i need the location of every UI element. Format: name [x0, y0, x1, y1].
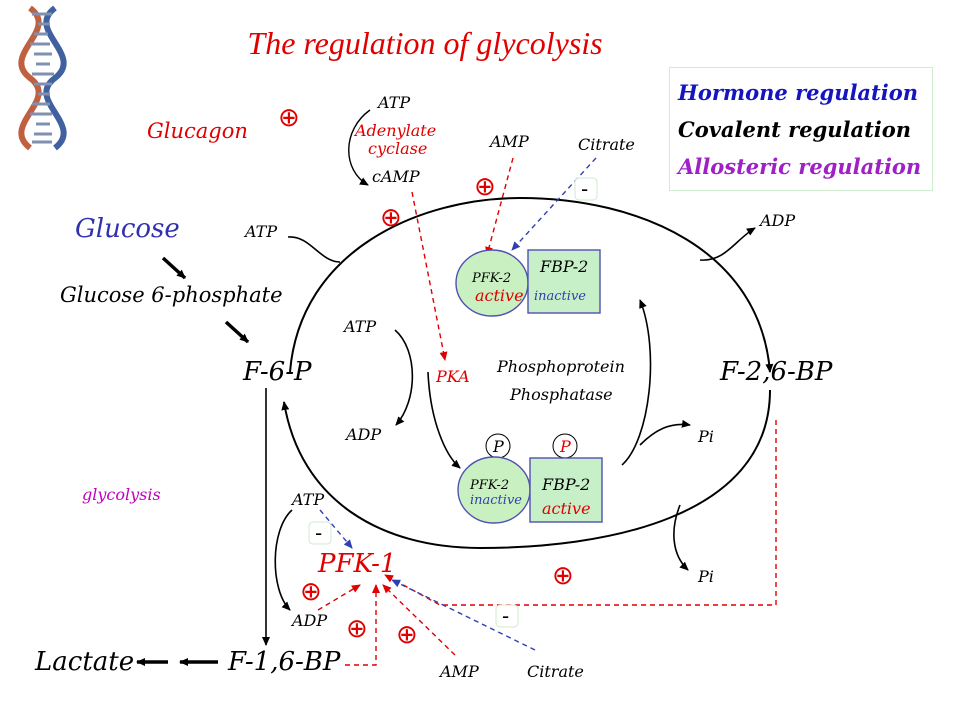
phosphatase-label: Phosphatase — [509, 385, 613, 404]
atp-pfk1-label: ATP — [290, 490, 324, 509]
citrate-top-label: Citrate — [578, 135, 635, 154]
fbp2-inactive-shape — [527, 249, 601, 314]
legend: Hormone regulation Covalent regulation A… — [669, 67, 933, 191]
cyclase-label: cyclase — [368, 139, 427, 158]
phosphate-right-label: P — [559, 437, 571, 456]
glucose-arrow — [161, 256, 187, 280]
atp-inner-label: ATP — [342, 317, 376, 336]
inner-atp-adp-arrow — [394, 329, 414, 426]
phosphoprotein-label: Phosphoprotein — [496, 357, 625, 376]
f16bp-label: F-1,6-BP — [227, 647, 341, 677]
plus-sign-amp-bottom: ⊕ — [396, 620, 418, 650]
minus-sign-citrate-bottom: - — [502, 604, 509, 628]
pi-lower-arrow — [673, 504, 689, 571]
minus-sign-citrate-top: - — [581, 177, 588, 201]
camp-to-pka-line — [411, 191, 448, 361]
plus-sign-adp: ⊕ — [300, 577, 322, 607]
adp-pfk1-label: ADP — [290, 611, 327, 630]
atp-in-arrow-top — [287, 236, 341, 263]
legend-item-covalent: Covalent regulation — [678, 117, 912, 142]
inner-kinase-arrow — [427, 371, 461, 469]
adp-to-pfk1-line — [317, 584, 361, 611]
enzyme-complex-top: PFK-2 active FBP-2 inactive — [455, 249, 601, 317]
pi-upper-label: Pi — [697, 427, 714, 446]
g6p-arrow — [224, 320, 250, 344]
atp-cycle-left-label: ATP — [243, 222, 277, 241]
minus-sign-atp: - — [315, 521, 322, 545]
phosphate-left-label: P — [492, 437, 504, 456]
fbp2-active-shape — [529, 457, 603, 523]
adp-out-arrow-top — [699, 227, 756, 261]
adenylate-cyclase-arrow — [348, 109, 371, 186]
inner-phosphatase-arrow — [621, 299, 652, 466]
citrate-bottom-label: Citrate — [527, 662, 584, 681]
plus-sign-glucagon: ⊕ — [278, 103, 300, 133]
pfk2-bottom-state: inactive — [470, 493, 522, 508]
lactate-label: Lactate — [34, 647, 134, 677]
plus-sign-f16bp: ⊕ — [346, 614, 368, 644]
glycolysis-label: glycolysis — [82, 485, 161, 504]
plus-sign-amp-top: ⊕ — [474, 172, 496, 202]
pi-lower-label: Pi — [697, 567, 714, 586]
f6p-label: F-6-P — [242, 357, 312, 387]
pfk1-atp-adp-arrow — [274, 509, 293, 611]
f26bp-label: F-2,6-BP — [719, 357, 833, 387]
f16bp-to-pfk1-line — [345, 584, 380, 666]
plus-sign-f26bp: ⊕ — [552, 561, 574, 591]
amp-to-pfk2-line — [485, 157, 514, 256]
pka-label: PKA — [435, 367, 470, 386]
fbp2-bottom-label: FBP-2 — [541, 475, 590, 494]
fbp2-top-label: FBP-2 — [539, 257, 588, 276]
minus-sign-citrate-top-group: - — [574, 177, 598, 201]
enzyme-complex-bottom: P P PFK-2 inactive FBP-2 active — [457, 433, 603, 524]
fbp2-bottom-state: active — [542, 499, 591, 518]
atp-top-label: ATP — [376, 93, 410, 112]
pi-upper-arrow — [639, 419, 691, 446]
pfk2-top-state: active — [475, 286, 524, 305]
pfk1-label: PFK-1 — [317, 549, 396, 579]
cycle-ellipse — [281, 196, 774, 550]
adenylate-label: Adenylate — [353, 121, 436, 140]
amp-bottom-label: AMP — [438, 662, 479, 681]
pfk2-top-label: PFK-2 — [471, 271, 511, 286]
minus-sign-atp-group: - — [308, 521, 332, 545]
amp-bottom-to-pfk1-line — [382, 584, 456, 656]
fbp2-top-state: inactive — [534, 289, 586, 304]
amp-top-label: AMP — [488, 132, 529, 151]
citrate-to-pfk2-line — [511, 157, 597, 251]
glucose6p-label: Glucose 6-phosphate — [60, 283, 283, 307]
plus-sign-camp: ⊕ — [380, 203, 402, 233]
adp-inner-label: ADP — [344, 425, 381, 444]
camp-label: cAMP — [372, 167, 420, 186]
page-title: The regulation of glycolysis — [247, 25, 602, 61]
legend-item-hormone: Hormone regulation — [678, 80, 918, 105]
legend-item-allosteric: Allosteric regulation — [678, 154, 922, 179]
glucose-label: Glucose — [75, 214, 180, 244]
pfk2-bottom-label: PFK-2 — [469, 478, 509, 493]
minus-sign-citrate-bottom-group: - — [495, 604, 519, 628]
dna-helix-icon — [18, 5, 67, 151]
glucagon-label: Glucagon — [147, 119, 248, 143]
adp-cycle-right-label: ADP — [758, 211, 795, 230]
